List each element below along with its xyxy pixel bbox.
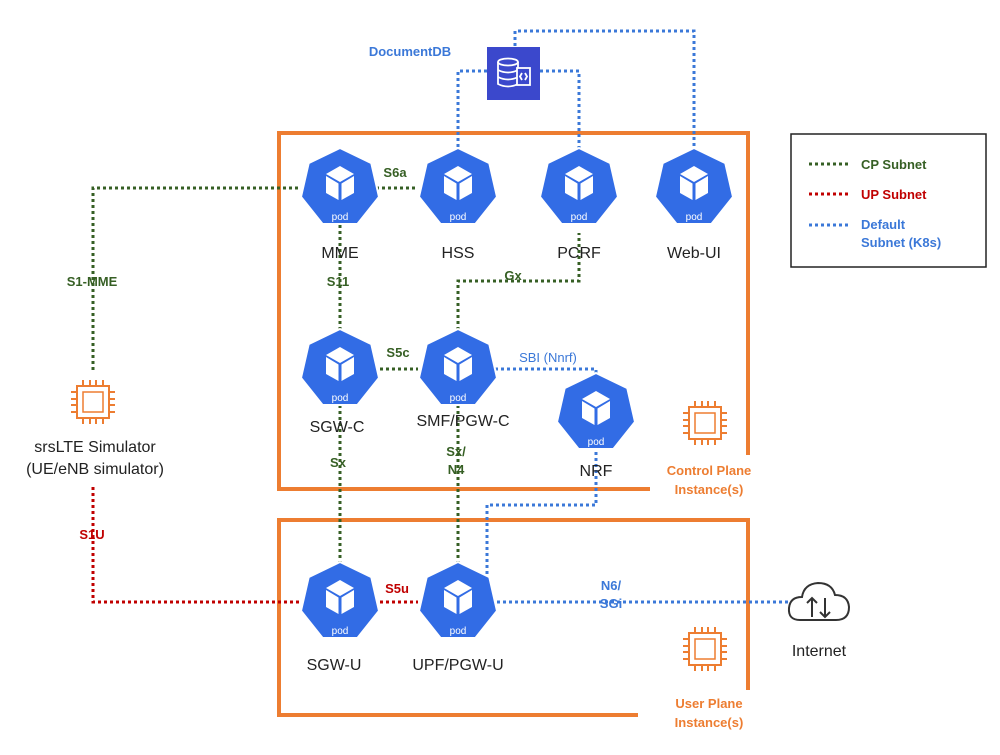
default-subnet-links [456,29,788,604]
pod-badge: pod [332,393,349,404]
legend-default-label-line2: Subnet (K8s) [861,235,941,250]
control-plane-label-line2: Instance(s) [675,482,744,497]
internet-node[interactable]: Internet [787,581,851,660]
up-subnet-links [91,487,418,604]
link-label-s6a: S6a [383,165,407,180]
pod-badge: pod [571,212,588,223]
pod-pcrf[interactable]: pod PCRF [539,147,619,262]
link-label-s1u: S1U [79,527,104,542]
pod-sgwu[interactable]: pod SGW-U [300,561,380,674]
user-plane-instance-box [277,518,750,717]
link-label-gx: Gx [504,268,522,283]
pod-badge: pod [588,437,605,448]
pod-smf[interactable]: pod SMF/PGW-C [416,328,510,430]
pod-badge: pod [450,393,467,404]
pod-label-mme: MME [321,245,358,262]
control-plane-label-line1: Control Plane [667,463,752,478]
pod-label-upf: UPF/PGW-U [412,657,503,674]
documentdb-icon [487,47,540,100]
pod-label-hss: HSS [442,245,475,262]
legend-up-label: UP Subnet [861,187,927,202]
internet-label: Internet [792,643,847,660]
link-label-sbi: SBI (Nnrf) [519,350,577,365]
documentdb-label: DocumentDB [369,44,451,59]
pod-upf[interactable]: pod UPF/PGW-U [412,561,504,674]
pod-label-webui: Web-UI [667,245,721,262]
link-label-sxn4-line2: N4 [448,462,465,477]
s1mme-link [91,186,300,370]
pod-sgwc[interactable]: pod SGW-C [300,328,380,436]
user-plane-ec2-icon [682,626,728,672]
pod-nrf[interactable]: pod NRF [556,372,636,480]
control-plane-ec2-icon [682,400,728,446]
link-label-s5c: S5c [386,345,409,360]
docdb-webui-link [513,29,696,150]
pod-badge: pod [332,626,349,637]
control-plane-instance-box [277,131,750,491]
ec2-instance-icon [70,379,116,425]
simulator-label-line1: srsLTE Simulator [34,439,156,456]
pod-hss[interactable]: pod HSS [418,147,498,262]
pod-label-nrf: NRF [580,463,613,480]
pod-badge: pod [450,212,467,223]
legend-default-label-line1: Default [861,217,906,232]
nrf-upf-link [485,452,598,578]
docdb-pcrf-link [540,69,581,150]
link-label-s5u: S5u [385,581,409,596]
legend-box [790,133,987,268]
link-label-n6-line1: N6/ [601,578,622,593]
docdb-hss-link [456,69,487,150]
pod-badge: pod [686,212,703,223]
pod-label-pcrf: PCRF [557,245,601,262]
pod-webui[interactable]: pod Web-UI [654,147,734,262]
pod-badge: pod [450,626,467,637]
pod-label-sgwc: SGW-C [310,419,365,436]
link-label-sx: Sx [330,455,347,470]
cp-subnet-links [91,186,581,562]
link-label-s1mme: S1-MME [67,274,118,289]
gx-link [456,233,581,330]
pod-badge: pod [332,212,349,223]
pod-label-sgwu: SGW-U [307,657,362,674]
link-label-sxn4-line1: Sx/ [446,444,466,459]
legend: CP Subnet UP Subnet Default Subnet (K8s) [790,133,987,268]
pod-label-smf: SMF/PGW-C [416,413,509,430]
simulator-label-line2: (UE/eNB simulator) [26,461,164,478]
srslte-simulator-node[interactable]: srsLTE Simulator (UE/eNB simulator) [26,379,164,478]
cloud-icon [787,581,851,621]
link-label-n6-line2: SGi [600,596,622,611]
user-plane-label-line2: Instance(s) [675,715,744,730]
documentdb-node[interactable]: DocumentDB [369,44,540,100]
legend-cp-label: CP Subnet [861,157,927,172]
link-label-s11: S11 [327,274,349,289]
user-plane-label-line1: User Plane [675,696,742,711]
s1u-link [91,487,300,604]
pod-mme[interactable]: pod MME [300,147,380,262]
